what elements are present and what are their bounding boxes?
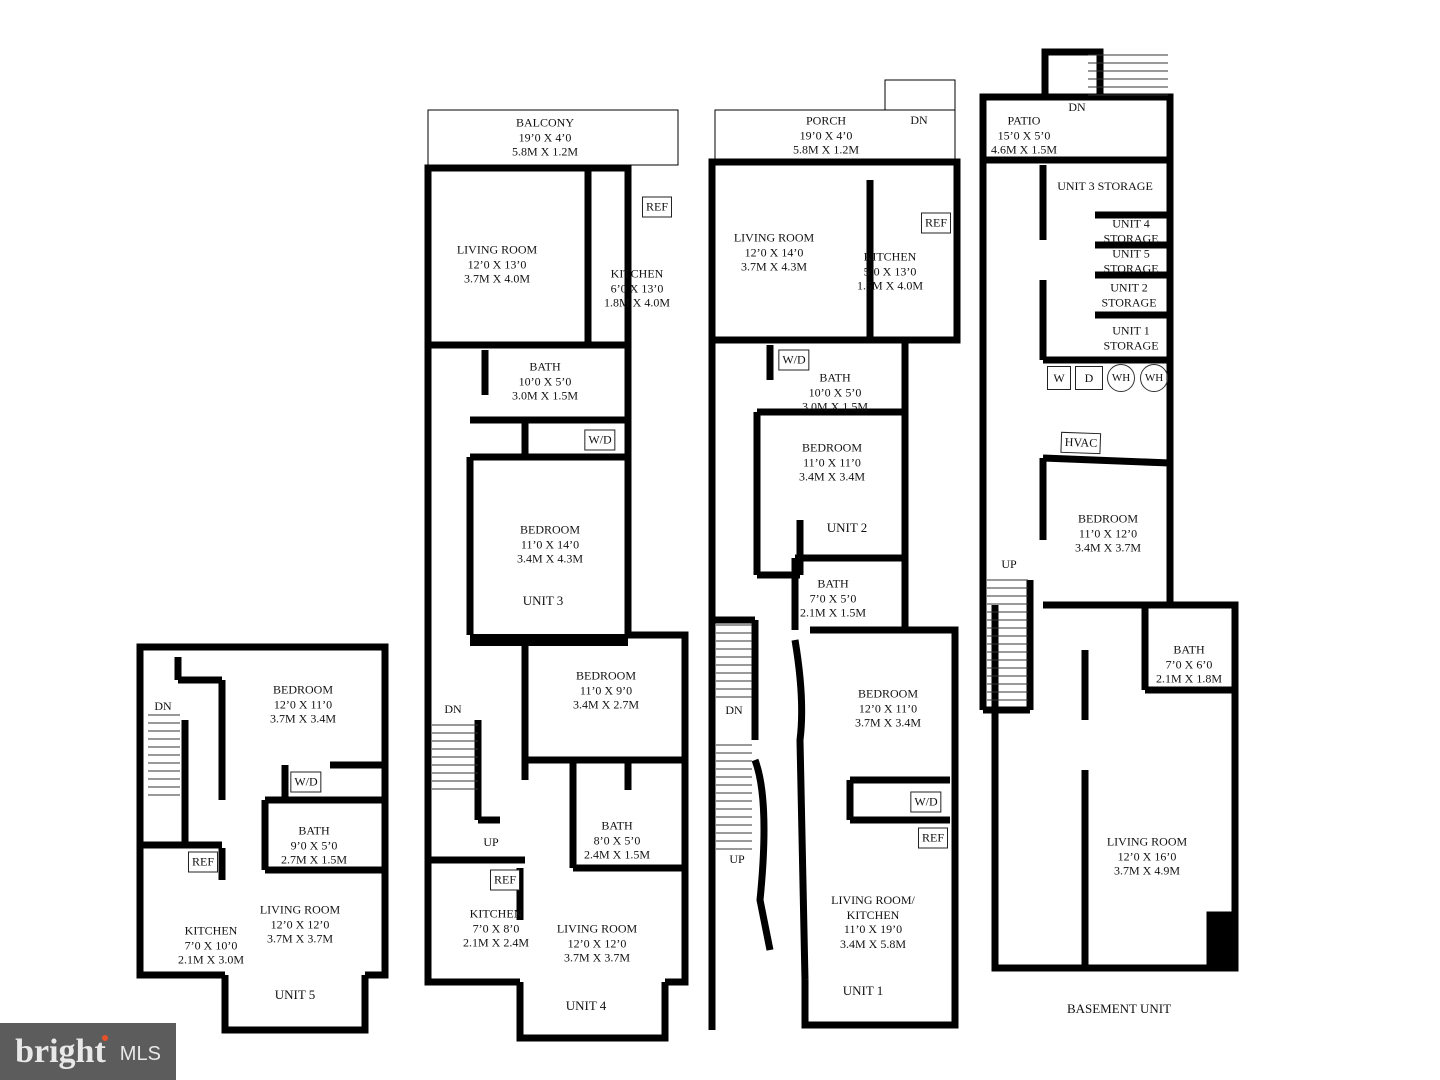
basement-patio-stairs: DN [1068, 99, 1086, 114]
logo-brand: bright [15, 1032, 106, 1070]
unit-2-title: UNIT 2 [826, 519, 868, 535]
unit-2-refrigerator: REF [920, 212, 952, 234]
unit-4-stairs-up: UP [483, 834, 499, 849]
basement-walls [979, 48, 1239, 972]
stairs [148, 54, 1168, 850]
logo-suffix: MLS [119, 1043, 161, 1065]
washer: W [1047, 366, 1071, 390]
hvac: HVAC [1060, 431, 1102, 455]
unit-5-walls [136, 643, 389, 1034]
unit-1-washer-dryer: W/D [910, 791, 942, 813]
unit-2-porch-stairs: DN [910, 112, 928, 127]
unit-1-title: UNIT 1 [842, 982, 884, 998]
unit-5-washer-dryer: W/D [290, 771, 322, 793]
unit-3-refrigerator: REF [641, 196, 673, 218]
basement-stairs-up: UP [1001, 556, 1017, 571]
unit-1-stairs-up: UP [729, 851, 745, 866]
unit-4-refrigerator: REF [489, 869, 521, 891]
unit-5-title: UNIT 5 [274, 986, 316, 1002]
unit-3-washer-dryer: W/D [584, 429, 616, 451]
unit-3-storage: UNIT 3 STORAGE [1057, 178, 1153, 193]
unit-4-title: UNIT 4 [565, 997, 607, 1013]
unit-3-4-walls [424, 164, 689, 1042]
unit-3-title: UNIT 3 [522, 592, 564, 608]
unit-1-stairs-down: DN [725, 702, 743, 717]
dryer: D [1075, 366, 1103, 390]
unit-5-stairs-label: DN [154, 698, 172, 713]
basement-title: BASEMENT UNIT [1066, 1000, 1172, 1016]
logo-spark-icon [101, 1034, 108, 1041]
water-heater-1: WH [1107, 364, 1135, 392]
unit-2-washer-dryer: W/D [778, 349, 810, 371]
unit-5-refrigerator: REF [187, 851, 219, 873]
unit-1-refrigerator: REF [917, 827, 949, 849]
bright-mls-logo: bright MLS [0, 1023, 176, 1080]
unit-4-stairs-down: DN [444, 701, 462, 716]
water-heater-2: WH [1140, 364, 1168, 392]
unit-1-2-walls [708, 158, 961, 1030]
